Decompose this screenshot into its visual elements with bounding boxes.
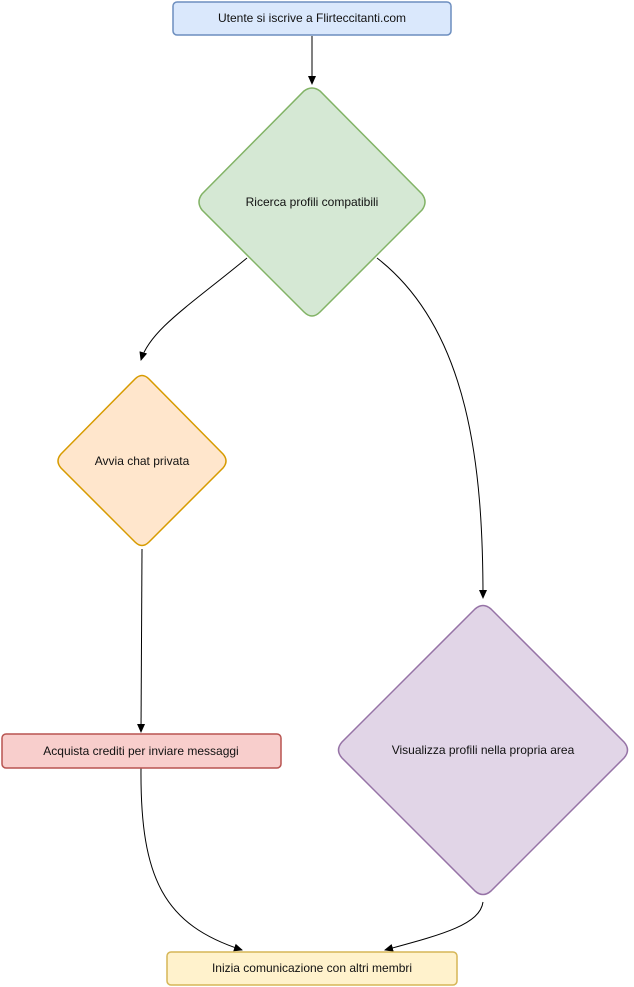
node-chat: Avvia chat privata	[57, 374, 227, 547]
node-chat-shape	[57, 374, 227, 547]
node-credits-label: Acquista crediti per inviare messaggi	[43, 744, 238, 758]
node-chat-label: Avvia chat privata	[95, 454, 190, 468]
node-view-shape	[337, 604, 629, 896]
node-start-shape	[172, 1, 452, 36]
node-search-shape	[198, 87, 426, 317]
edge-credits-to-communicate	[140, 767, 243, 952]
edge-search-to-chat	[139, 257, 248, 361]
node-start: Utente si iscrive a Flirteccitanti.com	[172, 1, 452, 36]
edge-chat-to-credits	[137, 548, 146, 733]
node-credits: Acquista crediti per inviare messaggi	[1, 733, 282, 769]
node-search: Ricerca profili compatibili	[198, 87, 426, 317]
node-search-label: Ricerca profili compatibili	[246, 195, 379, 209]
node-communicate-shape	[166, 951, 458, 986]
node-credits-shape	[1, 733, 282, 769]
node-communicate: Inizia comunicazione con altri membri	[166, 951, 458, 986]
edges	[137, 36, 487, 952]
edge-view-to-communicate	[384, 901, 484, 952]
node-communicate-label: Inizia comunicazione con altri membri	[212, 961, 412, 975]
node-view-label: Visualizza profili nella propria area	[392, 743, 575, 757]
node-start-label: Utente si iscrive a Flirteccitanti.com	[218, 11, 406, 25]
node-view: Visualizza profili nella propria area	[337, 604, 629, 896]
edge-search-to-view	[376, 257, 487, 599]
